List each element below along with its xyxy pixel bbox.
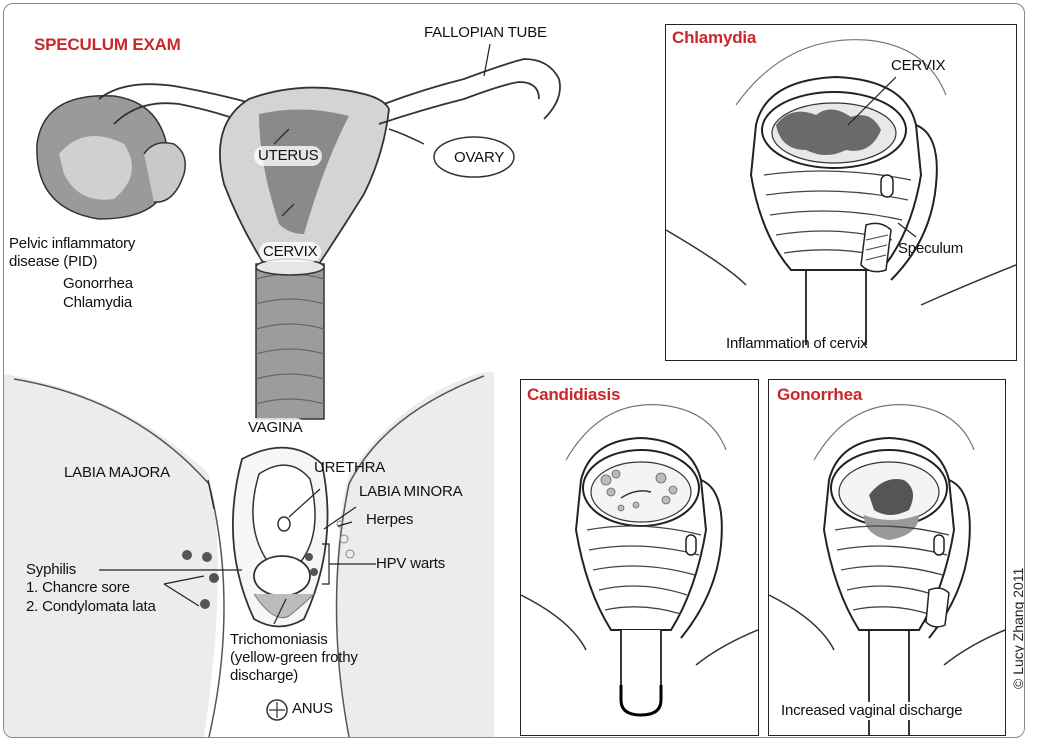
panel-chlamydia: Chlamydia CERVIX Speculum Inflammation o… (665, 24, 1017, 361)
label-ovary: OVARY (454, 149, 504, 167)
figure-frame: SPECULUM EXAM FALLOPIAN TUBE UTERUS OVAR… (3, 3, 1025, 738)
label-condylomata-lata: 2. Condylomata lata (26, 598, 156, 616)
copyright-credit: © Lucy Zhang 2011 (1010, 568, 1025, 689)
panel-gonorrhea: Gonorrhea Increased vaginal discharge (768, 379, 1006, 736)
label-anus: ANUS (292, 700, 333, 718)
vaginal-opening-shape (254, 556, 310, 596)
label-chancre-sore: 1. Chancre sore (26, 579, 130, 597)
panel-gonorrhea-caption: Increased vaginal discharge (781, 702, 962, 720)
label-pid-line2: disease (PID) (9, 253, 97, 271)
main-title: SPECULUM EXAM (34, 36, 181, 54)
label-trichomoniasis-line3: discharge) (230, 667, 298, 685)
label-labia-majora: LABIA MAJORA (64, 464, 170, 482)
panel-chlamydia-title: Chlamydia (672, 29, 756, 47)
vaginal-canal-shape (256, 264, 324, 419)
panel-chlamydia-speculum-label: Speculum (898, 240, 963, 258)
label-hpv-warts: HPV warts (376, 555, 445, 573)
speculum-illustration-candidiasis (521, 380, 758, 735)
panel-gonorrhea-title: Gonorrhea (777, 386, 862, 404)
panel-candidiasis-title: Candidiasis (527, 386, 620, 404)
label-chlamydia: Chlamydia (63, 294, 132, 312)
speculum-illustration-gonorrhea (769, 380, 1005, 735)
label-pid-line1: Pelvic inflammatory (9, 235, 135, 253)
label-trichomoniasis-line2: (yellow-green frothy (230, 649, 358, 667)
label-gonorrhea: Gonorrhea (63, 275, 133, 293)
label-labia-minora: LABIA MINORA (359, 483, 462, 501)
label-cervix: CERVIX (259, 242, 321, 262)
label-trichomoniasis-line1: Trichomoniasis (230, 631, 328, 649)
label-vagina: VAGINA (244, 418, 306, 438)
label-urethra: URETHRA (314, 459, 385, 477)
label-fallopian-tube: FALLOPIAN TUBE (424, 24, 547, 42)
label-uterus: UTERUS (254, 146, 322, 166)
speculum-illustration-chlamydia (666, 25, 1016, 360)
panel-chlamydia-caption: Inflammation of cervix (726, 335, 867, 353)
panel-chlamydia-cervix-label: CERVIX (891, 57, 945, 75)
panel-candidiasis: Candidiasis (520, 379, 759, 736)
label-herpes: Herpes (366, 511, 413, 529)
labia-minora-shape (253, 465, 315, 566)
label-syphilis: Syphilis (26, 561, 76, 579)
